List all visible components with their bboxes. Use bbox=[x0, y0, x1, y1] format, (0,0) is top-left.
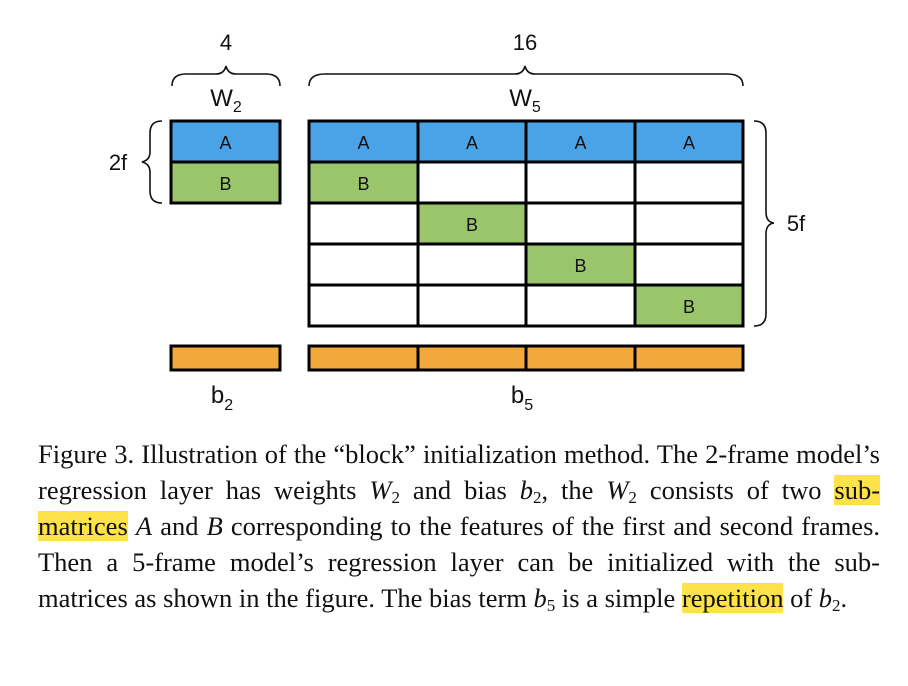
w5-empty-cell bbox=[416, 283, 528, 328]
b5-segment-2 bbox=[416, 344, 528, 372]
w5-block-b-1-label: B bbox=[357, 174, 369, 194]
highlight-repetition: repetition bbox=[681, 583, 784, 613]
w5-empty-cell bbox=[307, 283, 420, 328]
b2-vector bbox=[169, 344, 282, 372]
b2-label: b2 bbox=[211, 382, 233, 414]
w5-empty-cell bbox=[307, 242, 420, 287]
w5-empty-cell bbox=[524, 201, 637, 246]
w5-top-brace bbox=[308, 65, 744, 87]
w2-width-label: 4 bbox=[220, 30, 232, 55]
b5-segment-1 bbox=[307, 344, 420, 372]
w5-rows-label: 5f bbox=[787, 211, 806, 236]
w5-empty-cell bbox=[416, 242, 528, 287]
w2-block-b-label: B bbox=[219, 174, 231, 194]
w2-block-b bbox=[169, 160, 282, 205]
w5-block-a-3-label: A bbox=[574, 133, 586, 153]
w2-matrix: A B bbox=[169, 119, 282, 205]
w5-block-b-3-label: B bbox=[574, 256, 586, 276]
w5-label: W5 bbox=[509, 85, 541, 116]
w5-width-label: 16 bbox=[513, 30, 537, 55]
w5-empty-cell bbox=[633, 201, 745, 246]
w5-block-b-2-label: B bbox=[466, 215, 478, 235]
w2-top-brace bbox=[171, 65, 281, 87]
w5-matrix: A A A A B B B B bbox=[307, 119, 745, 328]
b5-label: b5 bbox=[511, 382, 533, 414]
w2-rows-label: 2f bbox=[109, 150, 128, 175]
w5-empty-cell bbox=[307, 201, 420, 246]
w5-empty-cell bbox=[524, 283, 637, 328]
w2-left-brace bbox=[141, 120, 163, 204]
w5-block-a-1-label: A bbox=[357, 133, 369, 153]
b5-segment-4 bbox=[633, 344, 745, 372]
w5-empty-cell bbox=[633, 160, 745, 205]
w5-block-a-4-label: A bbox=[683, 133, 695, 153]
b5-segment-3 bbox=[524, 344, 637, 372]
block-init-diagram: 4 W2 16 W5 2f A B A A A A B B bbox=[109, 30, 806, 414]
w5-block-b-4 bbox=[633, 283, 745, 328]
w5-right-brace bbox=[753, 120, 775, 327]
w5-empty-cell bbox=[524, 160, 637, 205]
w2-label: W2 bbox=[210, 85, 242, 116]
w5-block-b-2 bbox=[416, 201, 528, 246]
figure-caption: Figure 3. Illustration of the “block” in… bbox=[38, 439, 881, 615]
w5-block-b-4-label: B bbox=[683, 297, 695, 317]
w2-block-a-label: A bbox=[219, 133, 231, 153]
w5-block-a-2-label: A bbox=[466, 133, 478, 153]
w5-block-a-4 bbox=[633, 119, 745, 164]
w5-empty-cell bbox=[633, 242, 745, 287]
w5-empty-cell bbox=[416, 160, 528, 205]
